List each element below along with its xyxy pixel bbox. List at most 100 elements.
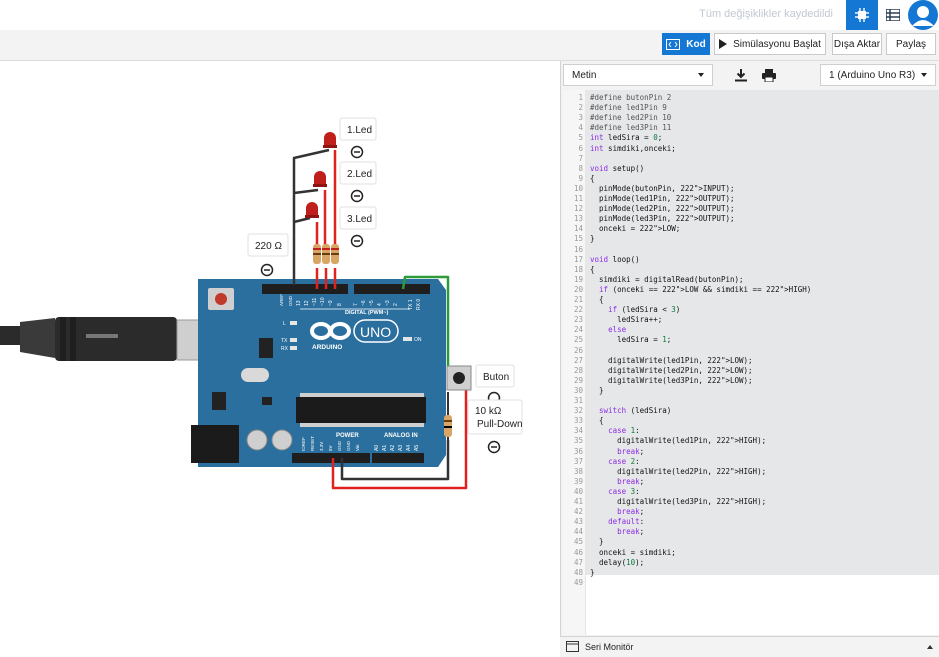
code-line[interactable]: simdiki = digitalRead(butonPin); [590, 274, 744, 284]
code-line[interactable]: { [590, 173, 595, 183]
code-line[interactable]: int simdiki,onceki; [590, 143, 676, 153]
pulldown-value: 10 kΩ [475, 406, 502, 417]
code-line[interactable]: int ledSira = 0; [590, 133, 663, 143]
code-line[interactable]: } [590, 537, 604, 547]
code-line[interactable]: { [590, 295, 604, 304]
led-2[interactable] [313, 171, 327, 187]
circuit-canvas[interactable]: AREF GND 13 12 ~11 ~10 ~9 8 7 ~6 ~5 4 ~3… [0, 61, 560, 656]
share-label: Paylaş [895, 38, 926, 50]
code-line[interactable]: { [590, 264, 595, 274]
circuit-diagram[interactable]: AREF GND 13 12 ~11 ~10 ~9 8 7 ~6 ~5 4 ~3… [0, 61, 560, 656]
button-label: Buton [483, 372, 509, 383]
line-number: 9 [578, 173, 583, 183]
resistor-220[interactable] [313, 244, 339, 264]
code-line[interactable]: pinMode(butonPin, 222">INPUT); [590, 183, 735, 193]
wires[interactable] [292, 148, 468, 490]
code-line[interactable]: #define led3Pin 11 [590, 123, 672, 133]
code-line[interactable]: { [590, 416, 604, 426]
upload-button[interactable] [758, 64, 780, 86]
code-line[interactable]: switch (ledSira) [599, 406, 672, 416]
code-line[interactable]: digitalWrite(led1Pin, 222">LOW); [590, 355, 753, 365]
line-number: 39 [573, 476, 583, 486]
code-line[interactable]: void loop() [590, 254, 640, 264]
pin-label: A5 [414, 445, 420, 451]
label-led2[interactable]: 2.Led [339, 161, 377, 203]
pin-label: RX 0 [416, 299, 422, 310]
arduino-uno-board[interactable]: AREF GND 13 12 ~11 ~10 ~9 8 7 ~6 ~5 4 ~3… [191, 279, 446, 467]
code-line[interactable]: onceki = 222">LOW; [590, 224, 681, 234]
code-line[interactable]: if (onceki == 222">LOW && simdiki == 222… [599, 284, 812, 294]
code-line[interactable]: case 1: [608, 426, 640, 436]
list-icon [886, 9, 900, 21]
atmega-chip [296, 397, 426, 423]
code-line[interactable]: break; [617, 507, 645, 517]
led-3[interactable] [305, 202, 319, 218]
code-line[interactable]: if (ledSira < 3) [608, 305, 681, 315]
code-line[interactable]: } [590, 385, 604, 395]
code-line[interactable]: digitalWrite(led1Pin, 222">HIGH); [590, 436, 767, 446]
share-button[interactable]: Paylaş [886, 33, 936, 55]
code-line[interactable]: case 2: [608, 456, 640, 466]
start-simulation-button[interactable]: Simülasyonu Başlat [714, 33, 826, 55]
user-avatar[interactable] [906, 0, 939, 30]
serial-monitor-bar[interactable]: Seri Monitör [560, 636, 939, 657]
label-led1[interactable]: 1.Led [339, 117, 377, 159]
code-line[interactable]: digitalWrite(led3Pin, 222">LOW); [590, 375, 753, 385]
pin-label: GND [337, 440, 342, 451]
line-number: 26 [573, 345, 583, 355]
label-button[interactable]: Buton [475, 364, 515, 405]
code-line[interactable]: default: [608, 517, 645, 527]
code-line[interactable]: } [590, 234, 595, 244]
code-line[interactable]: void setup() [590, 163, 645, 173]
download-button[interactable] [730, 64, 752, 86]
line-number: 19 [573, 274, 583, 284]
line-number: 45 [573, 537, 583, 547]
code-line[interactable]: break; [617, 476, 645, 486]
pin-label: ~10 [320, 297, 326, 306]
pulldown-resistor[interactable] [444, 392, 452, 440]
line-number: 32 [573, 406, 583, 416]
component-list-button[interactable] [882, 0, 904, 30]
chevron-down-icon [698, 73, 704, 77]
code-mode-select[interactable]: Metin [563, 64, 713, 86]
code-line[interactable]: ledSira++; [590, 315, 663, 325]
code-line[interactable]: case 3: [608, 486, 640, 496]
code-line[interactable]: delay(10); [590, 557, 645, 567]
code-button[interactable]: Kod [662, 33, 710, 55]
code-line[interactable]: #define butonPin 2 [590, 93, 672, 102]
code-line[interactable]: break; [617, 446, 645, 456]
code-line[interactable]: onceki = simdiki; [590, 547, 676, 557]
uno-model-label: UNO [360, 324, 391, 340]
code-line[interactable]: pinMode(led3Pin, 222">OUTPUT); [590, 214, 735, 224]
code-line[interactable]: #define led2Pin 10 [590, 113, 672, 123]
pin-label: ~3 [385, 300, 391, 306]
aref-label: AREF [279, 294, 284, 306]
code-line[interactable]: ledSira = 1; [590, 335, 672, 345]
code-line[interactable]: digitalWrite(led2Pin, 222">HIGH); [590, 466, 767, 476]
chevron-up-icon[interactable] [927, 645, 933, 649]
pin-label: ~5 [369, 300, 375, 306]
pin-label: 5V [328, 445, 333, 451]
code-line[interactable]: else [608, 325, 627, 335]
reset-button[interactable] [215, 293, 227, 305]
code-line[interactable]: break; [617, 527, 645, 537]
device-select[interactable]: 1 (Arduino Uno R3) [820, 64, 936, 86]
pushbutton[interactable] [446, 365, 472, 391]
led-1[interactable] [323, 132, 337, 148]
code-line[interactable]: pinMode(led2Pin, 222">OUTPUT); [590, 204, 735, 214]
line-number: 7 [578, 153, 583, 163]
digital-header-label: DIGITAL (PWM~) [345, 310, 389, 316]
code-line[interactable]: #define led1Pin 9 [590, 103, 667, 113]
code-line[interactable]: } [590, 567, 595, 577]
line-number: 20 [573, 284, 583, 294]
label-led3[interactable]: 3.Led [339, 206, 377, 248]
code-line[interactable]: digitalWrite(led3Pin, 222">HIGH); [590, 497, 767, 506]
label-pulldown[interactable]: 10 kΩ Pull-Down [467, 399, 523, 454]
code-line[interactable]: pinMode(led1Pin, 222">OUTPUT); [590, 194, 735, 203]
label-resistor[interactable]: 220 Ω [247, 233, 289, 277]
line-number: 44 [573, 527, 583, 537]
circuit-view-button[interactable] [846, 0, 878, 30]
code-line[interactable]: digitalWrite(led2Pin, 222">LOW); [590, 365, 753, 375]
export-button[interactable]: Dışa Aktar [832, 33, 882, 55]
